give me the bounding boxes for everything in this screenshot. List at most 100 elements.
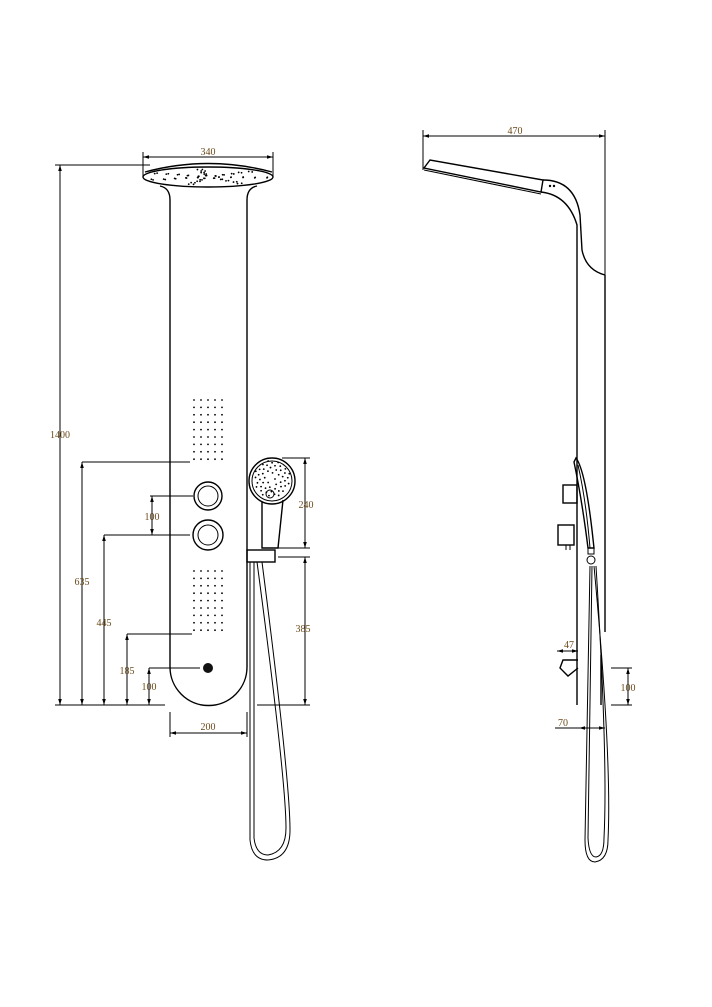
- jet-nozzle: [200, 406, 202, 409]
- jet-nozzle: [268, 494, 270, 497]
- jet-nozzle: [221, 614, 223, 617]
- jet-nozzle: [214, 629, 216, 632]
- jet-nozzle: [200, 607, 202, 609]
- jet-nozzle: [281, 475, 284, 478]
- jet-nozzle: [258, 468, 261, 471]
- jet-nozzle: [229, 176, 232, 179]
- jet-nozzle: [221, 629, 223, 632]
- jet-nozzle: [221, 436, 223, 438]
- jet-nozzle: [207, 577, 209, 580]
- jet-nozzle: [214, 443, 216, 446]
- dim-spout-height: 100: [621, 683, 636, 694]
- jet-nozzle: [287, 482, 290, 485]
- dim-panel-depth: 70: [558, 718, 568, 729]
- jet-nozzle: [203, 171, 205, 174]
- jet-nozzle: [263, 476, 266, 479]
- jet-nozzle: [165, 173, 168, 176]
- jet-nozzle: [221, 450, 223, 453]
- jet-nozzle: [262, 463, 264, 466]
- jet-nozzle: [156, 172, 159, 174]
- jet-nozzle: [200, 577, 202, 580]
- jet-nozzle: [200, 170, 203, 172]
- side-hand-shower: [573, 456, 610, 863]
- jet-nozzle: [284, 467, 287, 470]
- jet-nozzle: [200, 443, 202, 446]
- jet-nozzle: [200, 584, 202, 587]
- jet-nozzle: [284, 485, 287, 487]
- jet-nozzle: [223, 173, 226, 176]
- jet-nozzle: [193, 399, 195, 401]
- jet-nozzle: [221, 577, 223, 580]
- jet-nozzle: [221, 428, 223, 431]
- jet-nozzle: [277, 494, 280, 497]
- jet-nozzle: [214, 577, 216, 580]
- jet-nozzle: [232, 173, 235, 175]
- jet-nozzle: [221, 584, 223, 587]
- jet-nozzle: [284, 472, 286, 474]
- jet-nozzle: [200, 599, 202, 602]
- jet-nozzle: [199, 180, 201, 183]
- jet-nozzle: [219, 178, 222, 181]
- jet-nozzle: [207, 436, 209, 438]
- jet-nozzle: [207, 570, 209, 572]
- jet-nozzle: [247, 170, 250, 173]
- jet-nozzle: [207, 421, 209, 424]
- jet-nozzle: [262, 481, 265, 484]
- jet-nozzle: [277, 490, 280, 492]
- control-knob-lower: [192, 519, 224, 551]
- jet-nozzle: [240, 171, 243, 174]
- jet-nozzle: [214, 413, 216, 416]
- jet-nozzle: [193, 428, 195, 431]
- jet-nozzle: [257, 473, 260, 476]
- body-jets-upper: [193, 399, 223, 461]
- jet-nozzle: [214, 450, 216, 453]
- jet-nozzle: [261, 472, 264, 475]
- jet-nozzle: [267, 481, 270, 484]
- jet-nozzle: [215, 175, 217, 177]
- jet-nozzle: [162, 178, 165, 181]
- jet-nozzle: [271, 461, 274, 464]
- jet-nozzle: [200, 458, 202, 461]
- jet-nozzle: [214, 458, 216, 461]
- jet-nozzle: [221, 621, 223, 624]
- control-knob-upper: [193, 481, 223, 511]
- jet-nozzle: [221, 399, 223, 401]
- spout-outlet: [203, 663, 213, 673]
- jet-nozzle: [255, 486, 258, 488]
- front-view: 340 1400 635 445 185 100 100 200 240 385: [50, 147, 314, 861]
- jet-nozzle: [274, 487, 276, 490]
- jet-nozzle: [207, 621, 209, 624]
- jet-nozzle: [173, 177, 176, 180]
- jet-nozzle: [200, 399, 202, 401]
- jet-nozzle: [282, 490, 284, 493]
- jet-nozzle: [200, 413, 202, 416]
- jet-nozzle: [193, 443, 195, 446]
- side-valves: [557, 484, 578, 550]
- jet-nozzle: [164, 178, 167, 181]
- jet-nozzle: [284, 479, 286, 482]
- jet-nozzle: [214, 436, 216, 438]
- jet-nozzle: [167, 172, 170, 175]
- jet-nozzle: [221, 421, 223, 424]
- jet-nozzle: [207, 443, 209, 446]
- jet-nozzle: [214, 570, 216, 572]
- dim-spout-depth: 47: [564, 640, 574, 651]
- jet-nozzle: [193, 570, 195, 572]
- jet-nozzle: [204, 170, 207, 172]
- jet-nozzle: [193, 629, 195, 632]
- jet-nozzle: [267, 460, 270, 462]
- jet-nozzle: [214, 614, 216, 617]
- jet-nozzle: [271, 472, 274, 474]
- dim-holder-height: 385: [296, 624, 311, 635]
- jet-nozzle: [264, 487, 267, 490]
- jet-nozzle: [196, 168, 199, 171]
- jet-nozzle: [193, 406, 195, 409]
- jet-nozzle: [214, 406, 216, 409]
- jet-nozzle: [200, 621, 202, 624]
- shower-arm: [422, 159, 606, 705]
- jet-nozzle: [200, 450, 202, 453]
- jet-nozzle: [260, 485, 262, 488]
- jet-nozzle: [221, 570, 223, 572]
- jet-nozzle: [214, 428, 216, 431]
- jet-nozzle: [277, 461, 280, 464]
